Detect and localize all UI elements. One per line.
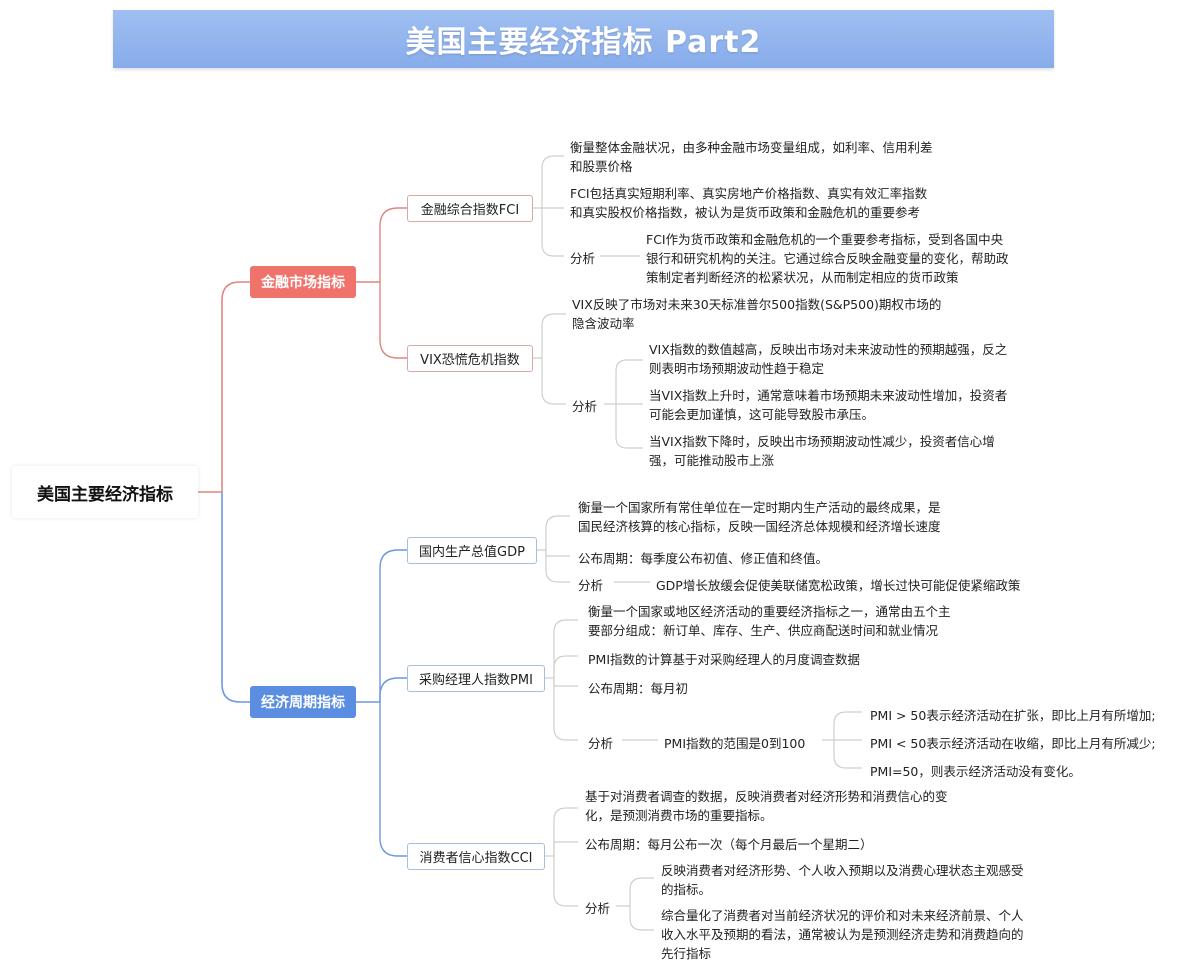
vix-analysis-label: 分析 xyxy=(572,399,598,414)
pmi-analysis-label: 分析 xyxy=(588,736,614,751)
node-fci[interactable]: 金融综合指数FCI xyxy=(407,195,533,222)
gdp-period: 公布周期：每季度公布初值、修正值和终值。 xyxy=(578,551,829,566)
root-node[interactable]: 美国主要经济指标 xyxy=(12,466,198,518)
cci-analysis-leading: 综合量化了消费者对当前经济状况的评价和对未来经济前景、个人 收入水平及预期的看法… xyxy=(661,908,1024,961)
category-economic-cycle[interactable]: 经济周期指标 xyxy=(250,686,356,718)
gdp-analysis-label: 分析 xyxy=(578,578,604,593)
category-financial-markets[interactable]: 金融市场指标 xyxy=(250,266,356,298)
vix-analysis-high: VIX指数的数值越高，反映出市场对未来波动性的预期越强，反之 则表明市场预期波动… xyxy=(649,342,1008,376)
gdp-analysis: GDP增长放缓会促使美联储宽松政策，增长过快可能促使紧缩政策 xyxy=(656,578,1021,593)
pmi-rule-neutral: PMI=50，则表示经济活动没有变化。 xyxy=(870,764,1081,779)
fci-components: FCI包括真实短期利率、真实房地产价格指数、真实有效汇率指数 和真实股权价格指数… xyxy=(570,186,928,220)
page-title: 美国主要经济指标 Part2 xyxy=(405,25,762,60)
node-cci[interactable]: 消费者信心指数CCI xyxy=(407,843,545,870)
node-pmi[interactable]: 采购经理人指数PMI xyxy=(407,665,545,692)
cci-period: 公布周期：每月公布一次（每个月最后一个星期二） xyxy=(585,837,873,852)
title-banner: 美国主要经济指标 Part2 xyxy=(113,10,1054,68)
node-vix[interactable]: VIX恐慌危机指数 xyxy=(407,345,533,372)
pmi-definition: 衡量一个国家或地区经济活动的重要经济指标之一，通常由五个主 要部分组成：新订单、… xyxy=(588,604,951,638)
pmi-range: PMI指数的范围是0到100 xyxy=(664,736,806,751)
vix-definition: VIX反映了市场对未来30天标准普尔500指数(S&P500)期权市场的 隐含波… xyxy=(572,297,942,331)
pmi-period: 公布周期：每月初 xyxy=(588,681,689,696)
cci-analysis-sentiment: 反映消费者对经济形势、个人收入预期以及消费心理状态主观感受 的指标。 xyxy=(661,863,1024,897)
pmi-rule-contraction: PMI < 50表示经济活动在收缩，即比上月有所减少; xyxy=(870,736,1156,751)
pmi-rule-expansion: PMI > 50表示经济活动在扩张，即比上月有所增加; xyxy=(870,708,1156,723)
cci-definition: 基于对消费者调查的数据，反映消费者对经济形势和消费信心的变 化，是预测消费市场的… xyxy=(585,789,948,823)
fci-analysis: FCI作为货币政策和金融危机的一个重要参考指标，受到各国中央 银行和研究机构的关… xyxy=(646,232,1009,285)
node-gdp[interactable]: 国内生产总值GDP xyxy=(407,537,537,564)
vix-analysis-rise: 当VIX指数上升时，通常意味着市场预期未来波动性增加，投资者 可能会更加谨慎，这… xyxy=(649,388,1008,422)
pmi-calculation: PMI指数的计算基于对采购经理人的月度调查数据 xyxy=(588,652,861,667)
cci-analysis-label: 分析 xyxy=(585,901,611,916)
fci-analysis-label: 分析 xyxy=(570,251,596,266)
vix-analysis-fall: 当VIX指数下降时，反映出市场预期波动性减少，投资者信心增 强，可能推动股市上涨 xyxy=(649,434,995,468)
fci-definition: 衡量整体金融状况，由多种金融市场变量组成，如利率、信用利差 和股票价格 xyxy=(570,140,933,174)
gdp-definition: 衡量一个国家所有常住单位在一定时期内生产活动的最终成果，是 国民经济核算的核心指… xyxy=(578,500,941,534)
